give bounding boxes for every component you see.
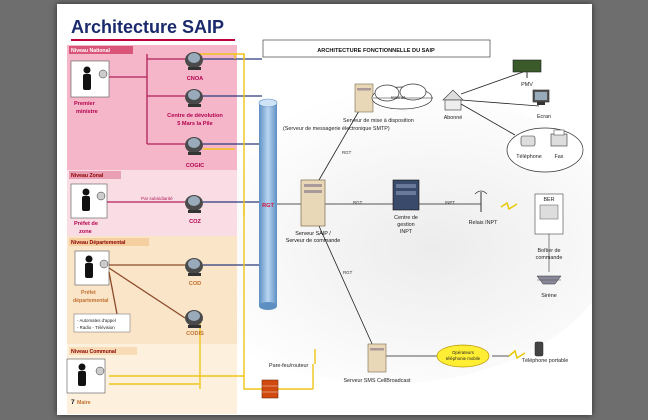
level-zonal-text: Niveau Zonal: [71, 173, 104, 179]
inpt-center-line2: gestion: [397, 222, 414, 228]
pmv-label: PMV: [521, 82, 533, 88]
lightning-icon: [508, 349, 526, 360]
firewall-label: Pare-feu/routeur: [269, 363, 308, 369]
actor-prefet-dept-line1: Préfet: [81, 290, 96, 296]
actor-prefet-dept-line2: départemental: [73, 298, 109, 304]
controller-icon: [539, 204, 559, 220]
smtp-server-icon: [354, 83, 374, 113]
relais-label: Relais INPT: [469, 220, 498, 226]
level-zonal-label: [69, 171, 121, 179]
antenna-icon: [474, 190, 488, 212]
telephone-icon: [520, 135, 536, 147]
center-devolution-line2: 5 Mars la Pile: [177, 121, 212, 127]
inpt-link-label: INPT: [445, 200, 455, 205]
saip-server-line1: Serveur SAIP /: [295, 231, 331, 237]
automates-line1: - Automates d'appel: [77, 318, 116, 323]
rgt-bus-label: RGT: [262, 203, 274, 209]
phone-fax-group: [506, 127, 584, 173]
architecture-diagram: Architecture SAIP ARCHITECTURE FONCTIONN…: [66, 17, 617, 414]
level-communal-text: Niveau Communal: [71, 349, 117, 355]
dept-links: [108, 264, 186, 319]
center-codis: CODIS: [186, 331, 204, 337]
internet-label: Internet: [391, 95, 406, 100]
smtp-server-line2: (Serveur de messagerie électronique SMTP…: [283, 126, 390, 132]
person-icon: [70, 60, 110, 98]
subtitle-box: [262, 39, 491, 58]
page-number: 7: [71, 399, 75, 406]
sirene-label: Sirène: [541, 293, 557, 299]
inpt-server-icon: [392, 179, 420, 211]
computer-icon: [185, 195, 203, 213]
saip-server-line2: Serveur de commande: [286, 238, 341, 244]
smtp-server-line1: Serveur de mise à disposition: [343, 118, 414, 124]
fax-label: Fax: [555, 154, 564, 160]
fax-icon: [550, 129, 568, 147]
level-national-label: [69, 46, 133, 54]
automates-box: [73, 313, 131, 333]
computer-icon: [185, 258, 203, 276]
rgt-links: [277, 71, 540, 357]
national-links: [109, 54, 185, 145]
center-devolution-line1: Centre de dévolution: [167, 113, 223, 119]
actor-prefet-zone-line2: zone: [79, 229, 92, 235]
pmv-sign-icon: [512, 59, 542, 78]
center-coz: COZ: [189, 219, 201, 225]
actor-prefet-zone-line1: Préfet de: [74, 221, 98, 227]
screen-icon: [532, 89, 550, 105]
level-national-text: Niveau National: [71, 48, 110, 54]
house-icon: [442, 89, 464, 111]
ecran-label: Ecran: [537, 114, 551, 120]
person-icon: [74, 250, 110, 286]
computer-icon: [185, 52, 203, 70]
operators-line2: téléphonie mobile: [446, 356, 481, 361]
actor-premier-line2: ministre: [76, 109, 98, 115]
abonne-label: Abonné: [444, 115, 463, 121]
mobile-phone-icon: [534, 341, 544, 357]
center-cogic: COGIC: [186, 163, 204, 169]
saip-server-icon: [300, 179, 326, 227]
operators-line1: Opérateurs: [452, 350, 475, 355]
note-subsidiarite: Par subsidiarité: [141, 196, 173, 201]
subtitle: ARCHITECTURE FONCTIONNELLE DU SAIP: [317, 48, 435, 54]
computer-icon: [185, 89, 203, 107]
ber-label: BER: [543, 197, 554, 203]
person-icon: [66, 358, 106, 394]
level-dept-text: Niveau Départemental: [71, 240, 126, 246]
navy-links: [203, 58, 262, 266]
center-cnoa: CNOA: [187, 76, 203, 82]
rgt-pipe: [258, 98, 278, 310]
page-title: Architecture SAIP: [71, 17, 224, 37]
sms-server-label: Serveur SMS CellBroadcast: [343, 378, 411, 384]
inpt-center-line1: Centre de: [394, 215, 418, 221]
slide: Architecture SAIP ARCHITECTURE FONCTIONN…: [57, 4, 617, 415]
telephone-label: Téléphone: [516, 154, 541, 160]
firewall-icon: [261, 379, 279, 399]
actor-premier-line1: Premier: [74, 101, 96, 107]
operators-oval: [436, 344, 490, 368]
mobile-phone-label: Téléphone portable: [522, 358, 568, 364]
sms-server-icon: [367, 343, 387, 373]
siren-icon: [536, 275, 562, 285]
lightning-icon: [500, 201, 518, 211]
level-communal-label: [69, 347, 137, 355]
rgt-diag2-label: RGT: [343, 270, 353, 275]
computer-icon: [185, 137, 203, 155]
computer-icon: [185, 310, 203, 328]
actor-maire: Maire: [77, 400, 91, 406]
rgt-diag1-label: RGT: [342, 150, 352, 155]
automates-line2: - Radio - Télévision: [77, 325, 115, 330]
inpt-center-line3: INPT: [400, 229, 413, 235]
rgt-link-label: RGT: [353, 200, 363, 205]
center-cod: COD: [189, 281, 201, 287]
level-dept-label: [69, 238, 149, 246]
person-icon: [70, 183, 108, 219]
